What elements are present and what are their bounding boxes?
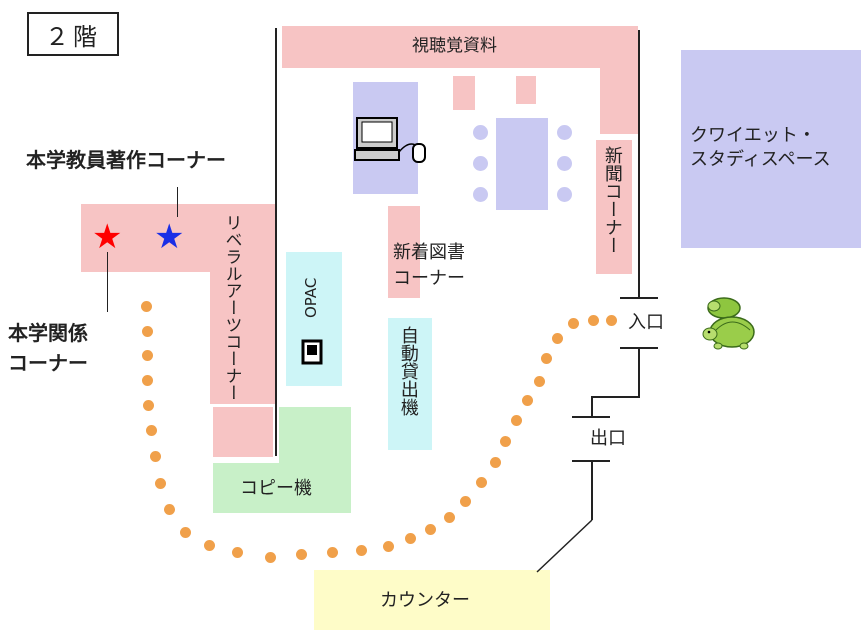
copy-machine-area (279, 407, 351, 463)
chair (557, 125, 572, 140)
quiet-study-label: クワイエット・ スタディスペース (690, 125, 831, 171)
chair (557, 187, 572, 202)
exit-top-line (572, 416, 610, 418)
shelf-small-1 (453, 76, 475, 110)
route-dot (155, 478, 166, 489)
route-dot (500, 436, 511, 447)
faculty-pointer-line (177, 187, 178, 217)
liberal-arts-label: リベラルアーツコーナー (221, 214, 242, 401)
route-dot (568, 318, 579, 329)
self-checkout-area (388, 318, 432, 450)
counter-area (314, 570, 550, 630)
route-dot (142, 375, 153, 386)
wall-right-divider (638, 30, 640, 298)
faculty-works-label: 本学教員著作コーナー (26, 148, 226, 172)
route-dot (522, 395, 533, 406)
route-dot (146, 425, 157, 436)
chair (473, 125, 488, 140)
exit-connector (591, 462, 593, 520)
route-dot (511, 415, 522, 426)
opac-area (286, 252, 342, 386)
route-dot (588, 315, 599, 326)
counter-label: カウンター (380, 590, 470, 611)
route-dot (541, 353, 552, 364)
route-dot (383, 541, 394, 552)
route-dot (142, 350, 153, 361)
route-dot (142, 326, 153, 337)
entrance-top-line (620, 297, 658, 299)
pc-area (353, 82, 418, 194)
new-books-label: 新着図書 コーナー (393, 242, 465, 290)
route-dot (460, 496, 471, 507)
route-dot (141, 301, 152, 312)
opac-label: OPAC (302, 277, 320, 318)
route-dot (204, 540, 215, 551)
av-materials-area-right (600, 26, 638, 134)
connector-horizontal (591, 396, 640, 398)
exit-bottom-line (572, 460, 610, 462)
floor-label: ２階 (27, 12, 119, 56)
route-dot (265, 552, 276, 563)
route-dot (164, 504, 175, 515)
route-dot (150, 451, 161, 462)
exit-label: 出口 (590, 428, 626, 449)
liberal-arts-shelf-bottom (213, 407, 273, 457)
entrance-label: 入口 (628, 312, 664, 333)
connector-vertical (591, 396, 593, 416)
route-dot (425, 524, 436, 535)
route-dot (552, 333, 563, 344)
route-dot (180, 527, 191, 538)
copy-machine-label: コピー機 (240, 478, 312, 499)
wall-left-divider (275, 28, 277, 456)
route-dot (405, 533, 416, 544)
university-pointer-line (107, 252, 108, 312)
chair (473, 156, 488, 171)
route-dot (356, 545, 367, 556)
av-materials-label: 視聴覚資料 (412, 36, 497, 56)
route-dot (327, 547, 338, 558)
route-dot (232, 547, 243, 558)
self-checkout-label: 自動貸出機 (397, 326, 419, 416)
shelf-small-2 (516, 76, 536, 104)
av-materials-area (282, 26, 638, 68)
university-related-label: 本学関係 コーナー (8, 321, 88, 375)
route-dot (606, 315, 617, 326)
route-dot (476, 477, 487, 488)
blue-star-icon: ★ (154, 217, 185, 257)
new-books-shelf (388, 206, 420, 298)
chair (557, 156, 572, 171)
newspaper-corner-label: 新聞コーナー (601, 146, 623, 254)
quiet-study-space (681, 50, 861, 248)
newspaper-corner (596, 140, 632, 274)
route-dot (490, 457, 501, 468)
route-dot (444, 512, 455, 523)
route-dot (143, 400, 154, 411)
route-dot (534, 376, 545, 387)
entrance-exit-connector (638, 349, 640, 397)
liberal-arts-shelf (210, 204, 275, 404)
study-table (496, 118, 548, 210)
red-star-icon: ★ (92, 217, 123, 257)
entrance-bottom-line (620, 347, 658, 349)
route-dot (296, 549, 307, 560)
chair (473, 187, 488, 202)
copy-machine-area-bottom (213, 463, 351, 513)
